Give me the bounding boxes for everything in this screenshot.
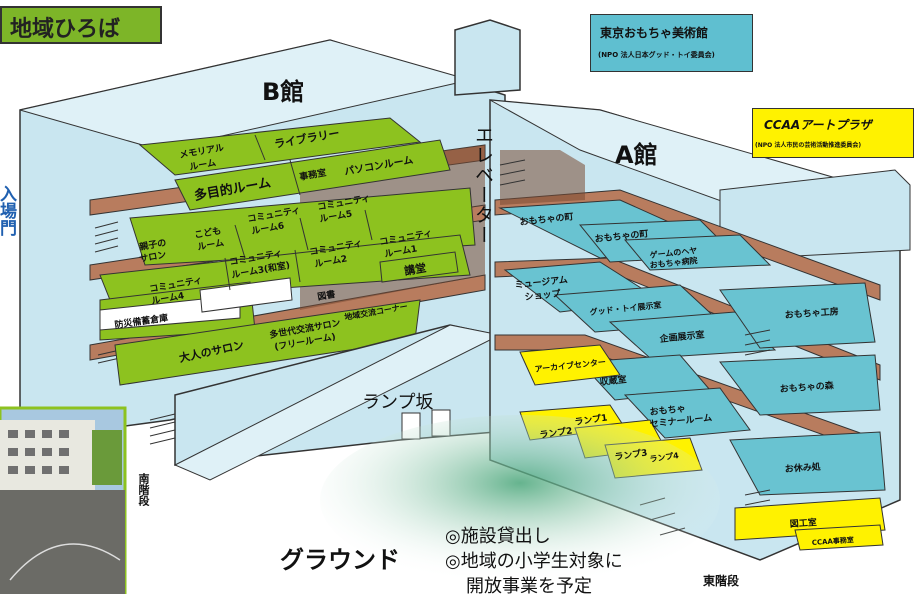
school-photo	[0, 406, 127, 594]
room-label: 講堂	[403, 260, 427, 278]
room-label: ルーム	[197, 237, 225, 252]
note-line-1: ◎施設貸出し	[445, 526, 551, 547]
ramp-label: ランプ坂	[362, 392, 434, 413]
note-line-3: 開放事業を予定	[466, 576, 592, 594]
ccaa-name: CCAAアートプラザ	[764, 118, 872, 132]
room-label: サロン	[139, 249, 168, 265]
ground-area	[320, 415, 720, 585]
note-line-2: ◎地域の小学生対象に	[445, 551, 623, 572]
a-building-label: A館	[615, 141, 658, 169]
room-label: 図書	[316, 288, 336, 303]
b-building	[19, 19, 521, 445]
room-label: 収蔵室	[599, 373, 627, 388]
room-label: ゲームのヘヤ	[649, 245, 698, 260]
room-label: ショップ	[524, 287, 562, 303]
south-stairs-label: 南階段	[137, 473, 150, 506]
page-title	[0, 6, 162, 44]
room-label: おもちゃ工房	[784, 305, 839, 321]
room-label: ランプ4	[649, 450, 680, 464]
room-label: 図工室	[789, 516, 817, 530]
room-label: CCAA事務室	[812, 535, 855, 547]
entrance-gate-label: 入場門	[0, 185, 16, 236]
room-label: おもちゃの森	[779, 379, 835, 395]
room-label: お休み処	[784, 460, 822, 475]
museum-org: (NPO 法人日本グッド・トイ委員会)	[598, 51, 715, 59]
museum-sign	[590, 14, 753, 72]
b-building-label: B館	[262, 78, 305, 106]
museum-name: 東京おもちゃ美術館	[600, 26, 709, 40]
room-label: おもちゃ	[649, 403, 686, 418]
page-title-text: 地域ひろば	[10, 17, 121, 42]
ccaa-org: (NPO 法人市民の芸術活動推進委員会)	[755, 142, 862, 149]
elevator-label: エレベーター	[472, 125, 494, 245]
ground-label: グラウンド	[280, 546, 400, 574]
room-label: ルーム	[189, 157, 217, 172]
east-stairs-label: 東階段	[703, 574, 740, 588]
ccaa-sign	[752, 108, 914, 158]
